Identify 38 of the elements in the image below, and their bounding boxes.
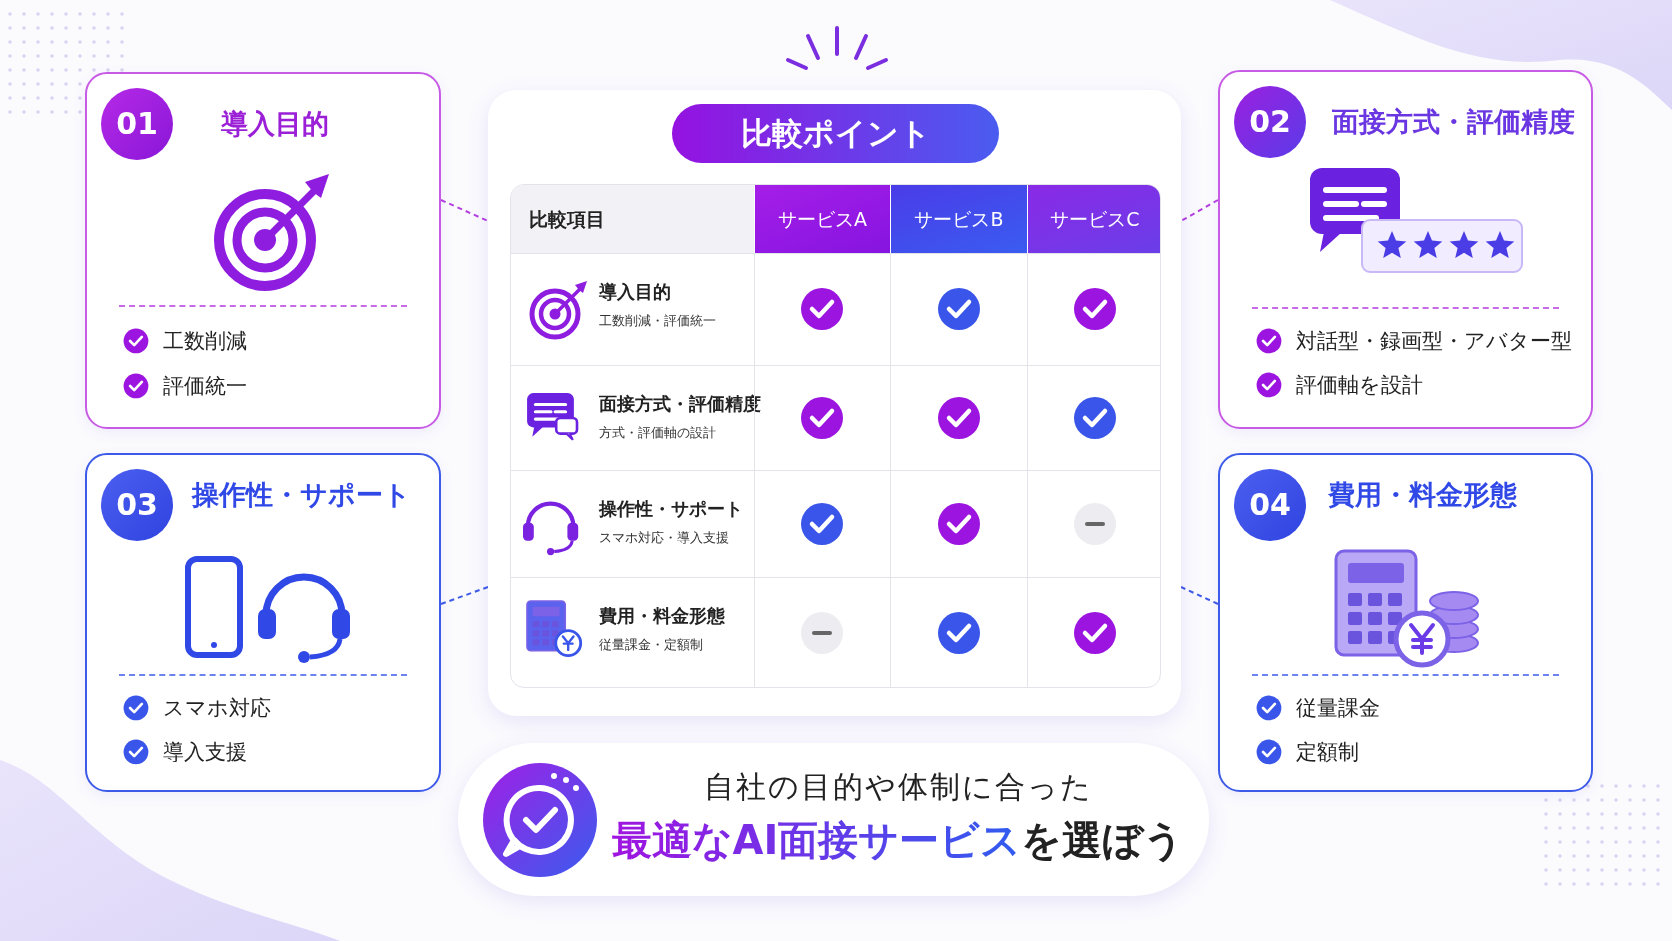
comparison-panel: [488, 90, 1181, 716]
title-pill: 比較ポイント: [672, 104, 999, 163]
bullet-text: 従量課金: [1296, 695, 1380, 722]
card: [1218, 453, 1593, 792]
card-heading: 費用・料金形態: [1328, 478, 1517, 512]
card-heading: 導入目的: [221, 107, 329, 141]
banner-text: 自社の目的や体制に合った: [702, 768, 1094, 806]
row-title: 導入目的: [599, 280, 671, 304]
header-cell: 比較項目: [511, 185, 754, 253]
connector-line: [440, 586, 489, 605]
row-title: 費用・料金形態: [599, 604, 725, 628]
bullet-text: スマホ対応: [163, 695, 271, 722]
bullet-text: 対話型・録画型・アバター型: [1296, 328, 1572, 355]
header-cell: サービスB: [890, 185, 1027, 253]
card: [1218, 70, 1593, 429]
bullet-text: 評価軸を設計: [1296, 372, 1423, 399]
number-badge: 04: [1234, 469, 1306, 541]
card-heading: 操作性・サポート: [192, 478, 411, 512]
connector-line: [1180, 586, 1219, 605]
connector-line: [1180, 199, 1219, 222]
header-cell: サービスA: [754, 185, 890, 253]
card: [85, 453, 441, 792]
row-subtitle: 従量課金・定額制: [599, 636, 703, 654]
row-title: 操作性・サポート: [599, 497, 743, 521]
bullet-text: 評価統一: [163, 373, 247, 400]
card: [85, 72, 441, 429]
row-subtitle: スマホ対応・導入支援: [599, 529, 729, 547]
card-heading: 面接方式・評価精度: [1332, 105, 1575, 139]
number-badge: 01: [101, 88, 173, 160]
header-cell: サービスC: [1027, 185, 1160, 253]
bullet-text: 定額制: [1296, 739, 1359, 766]
bullet-text: 工数削減: [163, 328, 247, 355]
bullet-text: 導入支援: [163, 739, 247, 766]
connector-line: [440, 199, 489, 222]
row-subtitle: 工数削減・評価統一: [599, 312, 716, 330]
number-badge: 02: [1234, 86, 1306, 158]
row-subtitle: 方式・評価軸の設計: [599, 424, 716, 442]
number-badge: 03: [101, 469, 173, 541]
